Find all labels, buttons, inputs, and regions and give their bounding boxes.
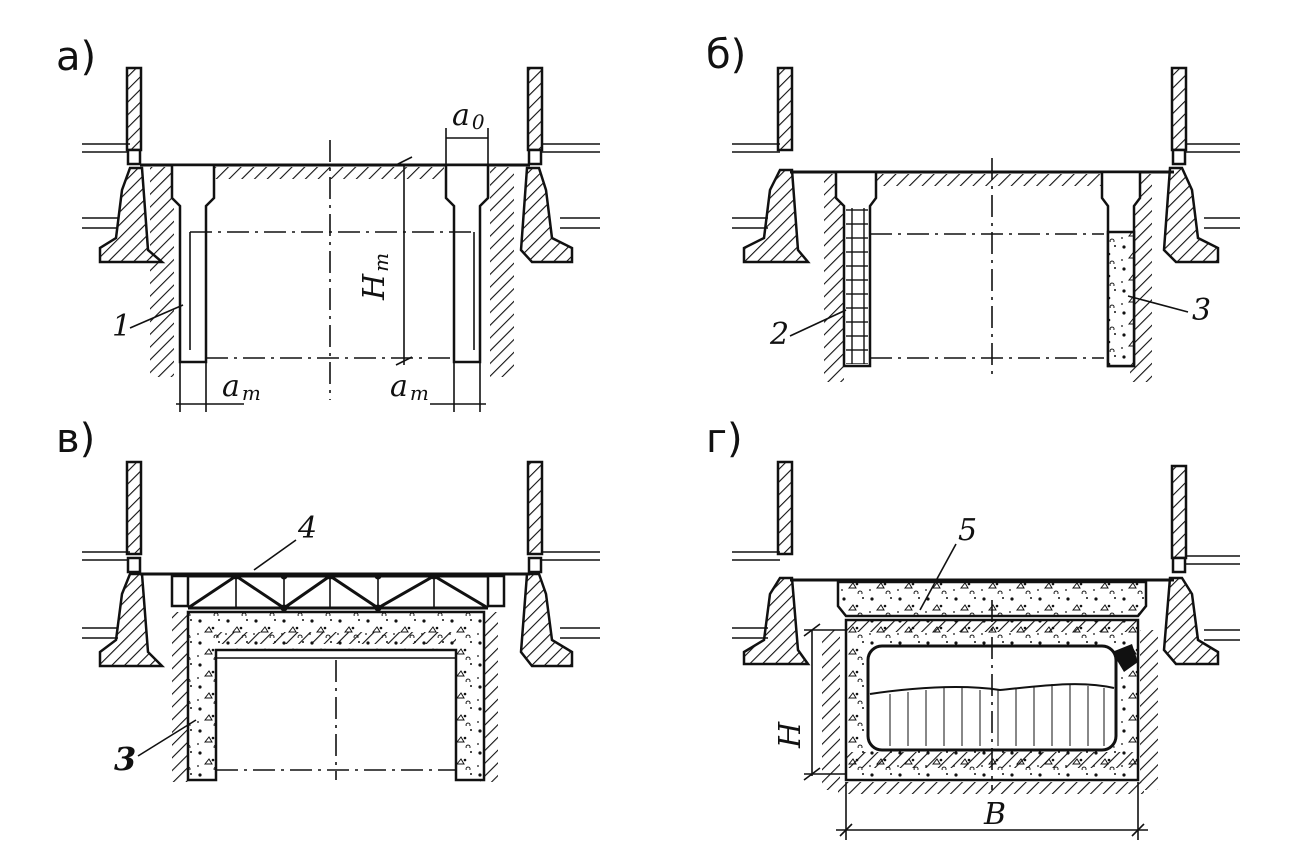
building-wall-left <box>732 460 811 666</box>
soil-left <box>150 167 174 377</box>
callout-2: 2 <box>769 317 789 352</box>
callout-3: 3 <box>1192 293 1211 328</box>
panel-v: в) <box>56 416 600 782</box>
callout-5-leader <box>919 543 957 611</box>
building-wall-left <box>82 66 166 264</box>
panel-a: а) <box>56 34 600 412</box>
panel-b-label: б) <box>706 32 746 78</box>
dim-B-label: B <box>983 797 1006 832</box>
panel-g: г) <box>706 416 1240 840</box>
soil-top <box>214 167 444 179</box>
building-wall-right <box>519 66 600 264</box>
dim-Ht-label: Hт <box>357 253 393 301</box>
callout-1-leader <box>129 304 184 329</box>
panel-b: б) 2 <box>706 32 1240 382</box>
channel-opening <box>866 644 1118 752</box>
concrete-slab <box>836 580 1148 618</box>
callout-3-leader <box>137 719 197 757</box>
building-wall-left <box>82 460 166 668</box>
panel-v-label: в) <box>56 416 95 462</box>
dim-H-label: H <box>773 721 808 749</box>
panel-a-label: а) <box>56 34 96 80</box>
water-level <box>869 683 1115 695</box>
callout-1: 1 <box>112 309 131 344</box>
callout-2-leader <box>789 309 847 337</box>
retaining-wall-right <box>444 163 490 364</box>
building-wall-left <box>732 66 811 264</box>
callout-5: 5 <box>958 513 977 548</box>
callout-4-leader <box>253 539 297 571</box>
building-wall-right <box>519 460 600 668</box>
soil-right <box>490 167 514 377</box>
panel-g-label: г) <box>706 416 743 462</box>
building-wall-right <box>1162 464 1240 666</box>
building-wall-right <box>1162 66 1240 264</box>
retaining-wall-left <box>170 163 216 364</box>
callout-4: 4 <box>297 511 317 546</box>
callout-3-leader <box>1127 295 1189 313</box>
callout-3: 3 <box>114 740 136 778</box>
corner-block <box>1112 644 1138 672</box>
truss <box>170 572 506 612</box>
